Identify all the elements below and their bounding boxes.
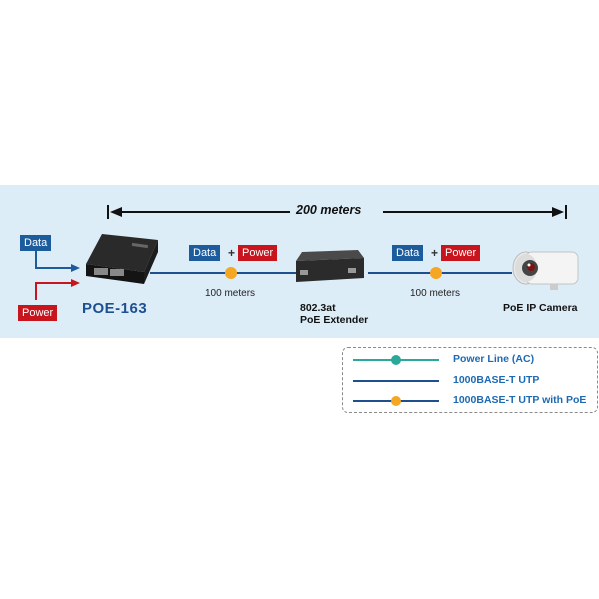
- poe-injector-icon: [86, 234, 158, 284]
- injector-name: POE-163: [82, 300, 148, 317]
- legend-symbols: [353, 355, 439, 406]
- input-power-tag: Power: [18, 305, 58, 321]
- distance-total-label: 200 meters: [296, 203, 362, 217]
- extender-label-line1: 802.3at: [300, 302, 336, 314]
- extender-label-line2: PoE Extender: [300, 314, 369, 326]
- camera-label: PoE IP Camera: [503, 302, 578, 314]
- segment2-distance-label: 100 meters: [410, 288, 461, 299]
- poe-extender-icon: [296, 250, 364, 282]
- legend-poe-marker: [391, 396, 401, 406]
- legend-item-utp: 1000BASE-T UTP: [453, 374, 540, 386]
- poe-marker-1: [225, 267, 237, 279]
- poe-marker-2: [430, 267, 442, 279]
- ip-camera-icon: [512, 251, 579, 290]
- data-input-arrow: [35, 250, 80, 272]
- legend-box: Power Line (AC) 1000BASE-T UTP 1000BASE-…: [342, 347, 598, 413]
- segment2-plus: +: [431, 246, 439, 260]
- legend-ac-marker: [391, 355, 401, 365]
- legend-item-utp-poe: 1000BASE-T UTP with PoE: [453, 394, 587, 406]
- segment2-data-tag: Data: [392, 245, 424, 261]
- segment2-power-tag: Power: [441, 245, 481, 261]
- input-data-tag: Data: [20, 235, 52, 251]
- segment1-power-tag: Power: [238, 245, 278, 261]
- legend-item-power-line: Power Line (AC): [453, 353, 535, 365]
- power-input-arrow: [35, 279, 80, 300]
- segment1-plus: +: [228, 246, 236, 260]
- segment1-distance-label: 100 meters: [205, 288, 256, 299]
- segment1-data-tag: Data: [189, 245, 221, 261]
- distance-arrow: [107, 205, 567, 219]
